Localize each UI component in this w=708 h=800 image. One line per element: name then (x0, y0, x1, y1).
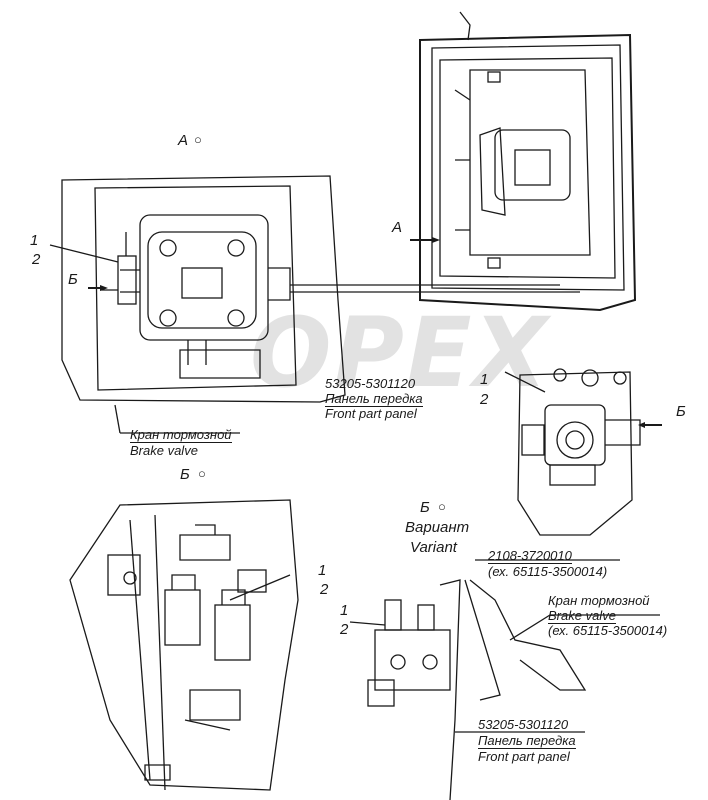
panel-code-top: 53205-5301120 (325, 376, 416, 391)
part-number-2-bottom: 2 (320, 581, 329, 598)
part-number-1-variant: 1 (340, 602, 349, 619)
variant-circle-icon: ○ (438, 499, 446, 514)
panel-en-bottom: Front part panel (478, 749, 570, 764)
part-number-2-variant: 2 (340, 621, 349, 638)
panel-ru-top: Панель передка (325, 391, 423, 407)
lower-left-view (69, 499, 299, 791)
brake-valve-b-view (504, 368, 662, 536)
view-b-center-title: Б (180, 466, 190, 483)
part-code-ex: (ех. 65115-3500014) (488, 564, 608, 579)
valve-en-variant: Brake valve (548, 608, 616, 624)
view-b-variant-title: Б (420, 499, 430, 516)
view-a-circle-icon: ○ (194, 132, 202, 147)
cab-top-view (410, 11, 637, 312)
view-a-title: А (178, 132, 189, 149)
view-b-arrow-right: Б (676, 403, 686, 420)
panel-ru-bottom: Панель передка (478, 733, 576, 749)
valve-ru-top: Кран тормозной (130, 427, 232, 443)
valve-ex-variant: (ех. 65115-3500014) (548, 623, 668, 638)
part-number-2-mid: 2 (480, 391, 489, 408)
view-a-panel (49, 175, 580, 403)
valve-ru-variant: Кран тормозной (548, 593, 650, 608)
part-number-2-left: 2 (32, 251, 41, 268)
view-a-arrow-label: А (392, 219, 403, 236)
variant-en: Variant (410, 539, 457, 556)
panel-code-bottom: 53205-5301120 (478, 717, 569, 732)
part-number-1-mid: 1 (480, 371, 489, 388)
watermark-text: OPEX (250, 297, 550, 409)
part-number-1-left: 1 (30, 232, 39, 249)
panel-en-top: Front part panel (325, 406, 417, 421)
valve-en-top: Brake valve (130, 443, 198, 458)
view-b-circle-icon: ○ (198, 466, 206, 481)
variant-ru: Вариант (405, 519, 470, 536)
view-b-arrow-left: Б (68, 271, 78, 288)
part-number-1-bottom: 1 (318, 562, 327, 579)
part-code: 2108-3720010 (488, 548, 572, 564)
variant-view (349, 559, 660, 800)
